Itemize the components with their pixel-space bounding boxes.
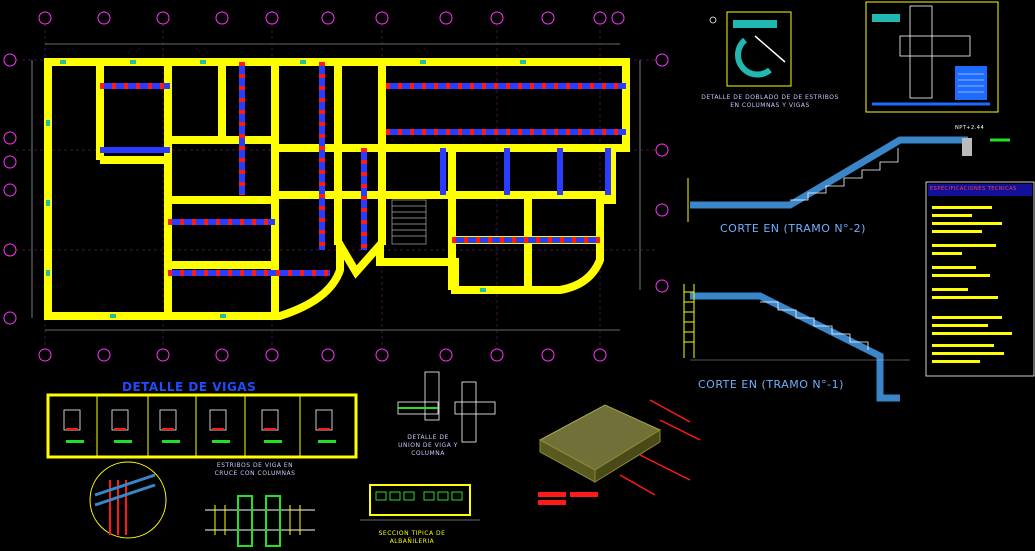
stirrup-bending-detail[interactable] (709, 11, 792, 87)
beam-details-title: DETALLE DE VIGAS (122, 380, 257, 394)
beam-details-strip[interactable] (46, 393, 358, 459)
stair-section-tramo-2[interactable] (687, 136, 1010, 222)
rebar-red-marks (100, 62, 626, 276)
grid-axes-top (38, 11, 625, 25)
beam-plan[interactable] (44, 58, 630, 320)
beam-stirrups-note: ESTRIBOS DE VIGA EN CRUCE CON COLUMNAS (214, 462, 296, 477)
column-joint-small[interactable] (397, 371, 496, 443)
stair-section-tramo-1[interactable] (683, 284, 910, 402)
column-joint-detail[interactable] (865, 1, 999, 113)
grid-axes-left (3, 53, 17, 325)
tech-specs-panel[interactable] (925, 181, 1035, 377)
column-detail-note: DETALLE DE UNION DE VIGA Y COLUMNA (398, 434, 458, 457)
dimension-lines (31, 43, 641, 331)
stirrup-bending-note: DETALLE DE DOBLADO DE DE ESTRIBOS EN COL… (701, 94, 839, 109)
isometric-view[interactable] (538, 399, 701, 505)
masonry-wall-section[interactable] (360, 484, 480, 521)
beam-stirrups-cross[interactable] (205, 495, 315, 547)
wall-section-note: SECCION TIPICA DE ALBAÑILERIA (378, 530, 446, 545)
rebar-3d-detail[interactable] (89, 461, 167, 539)
section-tramo-2-label: CORTE EN (TRAMO N°-2) (720, 222, 866, 235)
rebar-beams[interactable] (100, 62, 626, 276)
tech-specs-title: ESPECIFICACIONES TECNICAS (930, 186, 1017, 192)
level-tag: NPT+2.44 (955, 125, 985, 131)
column-markers (46, 60, 526, 318)
section-tramo-1-label: CORTE EN (TRAMO N°-1) (698, 378, 844, 391)
grid-axes-right (655, 53, 669, 293)
stair-plan (391, 199, 427, 245)
grid-axes-bottom (38, 348, 607, 362)
